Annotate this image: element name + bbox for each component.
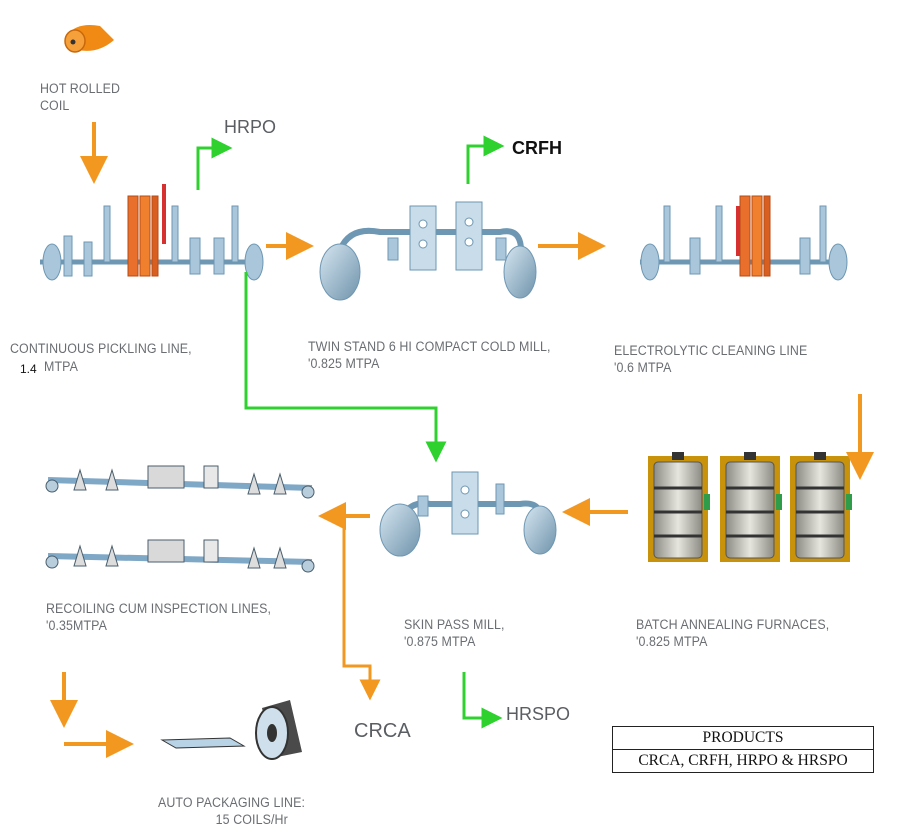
crfh-label: CRFH xyxy=(512,138,562,158)
hrspo-label: HRSPO xyxy=(506,704,571,724)
products-header: PRODUCTS xyxy=(702,729,784,746)
hot-rolled-coil-icon xyxy=(64,25,114,53)
recoiling-lines-label: RECOILING CUM INSPECTION LINES, '0.35MTP… xyxy=(46,601,272,633)
packaging-line-label: AUTO PACKAGING LINE: 15 COILS/Hr xyxy=(158,795,306,827)
pickling-line-label: CONTINUOUS PICKLING LINE, xyxy=(10,341,192,356)
flow-to-crca xyxy=(342,520,381,701)
pickling-capacity-value: 1.4 xyxy=(20,362,37,376)
flow-pickling-to-skinpass xyxy=(244,272,447,463)
hot-rolled-coil-label: HOT ROLLED COIL xyxy=(40,81,121,113)
recoiling-lines-icon xyxy=(45,465,315,573)
product-flow-arrows xyxy=(196,135,505,729)
annealing-furnaces-icon xyxy=(648,452,852,562)
skin-pass-mill-label: SKIN PASS MILL, '0.875 MTPA xyxy=(404,617,505,649)
cold-mill-icon xyxy=(319,201,537,301)
products-list: CRCA, CRFH, HRPO & HRSPO xyxy=(613,749,873,772)
flow-crfh xyxy=(466,135,505,184)
flow-hrpo xyxy=(196,137,233,190)
crca-label: CRCA xyxy=(354,720,411,742)
skin-pass-mill-icon xyxy=(379,471,557,557)
pickling-capacity-unit: MTPA xyxy=(44,359,78,374)
cleaning-line-label: ELECTROLYTIC CLEANING LINE '0.6 MTPA xyxy=(614,343,808,375)
cold-mill-label: TWIN STAND 6 HI COMPACT COLD MILL, '0.82… xyxy=(308,339,551,371)
annealing-furnaces-label: BATCH ANNEALING FURNACES, '0.825 MTPA xyxy=(636,617,830,649)
hrpo-label: HRPO xyxy=(224,117,277,137)
pickling-line-icon xyxy=(40,184,264,281)
process-flow-arrows xyxy=(50,122,874,758)
cleaning-line-icon xyxy=(640,195,848,281)
products-table: PRODUCTS CRCA, CRFH, HRPO & HRSPO xyxy=(612,726,874,773)
flow-hrspo xyxy=(462,672,503,729)
packaging-icon xyxy=(160,700,302,760)
